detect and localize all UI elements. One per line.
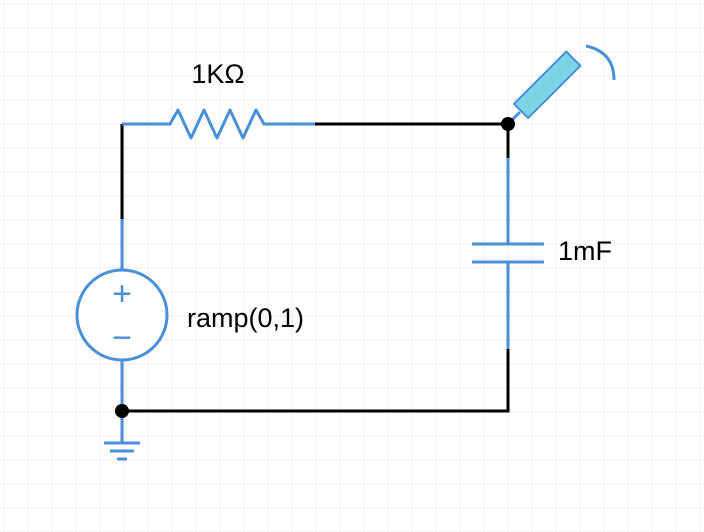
probe-body: [512, 50, 582, 120]
wire-right-lower: [122, 349, 510, 413]
capacitor[interactable]: 1mF: [472, 158, 612, 349]
ground-icon[interactable]: [104, 411, 140, 461]
voltage-source[interactable]: + − ramp(0,1): [75, 219, 304, 411]
resistor-symbol: [122, 108, 315, 140]
node-dot-top-right[interactable]: [501, 117, 515, 131]
node-dot-bottom-left[interactable]: [115, 404, 129, 418]
probe-cable: [585, 44, 616, 81]
source-label: ramp(0,1): [187, 303, 304, 333]
resistor-label: 1KΩ: [191, 59, 244, 89]
source-plus-sign: +: [112, 275, 132, 313]
resistor[interactable]: 1KΩ: [122, 59, 315, 140]
voltage-probe-icon[interactable]: [506, 44, 616, 126]
wires: [120, 122, 510, 413]
source-minus-sign: −: [112, 319, 132, 357]
capacitor-label: 1mF: [558, 236, 612, 266]
